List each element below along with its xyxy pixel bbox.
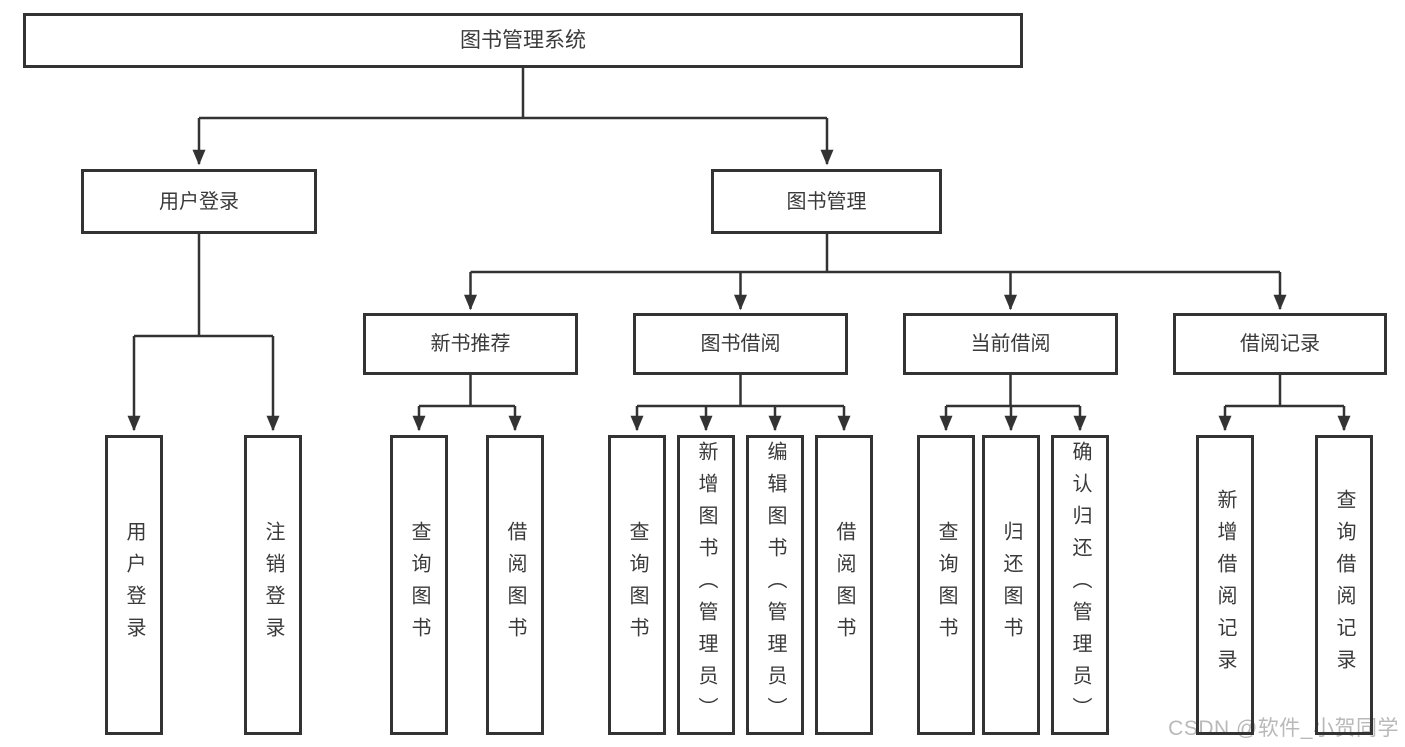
leaf-borrow-books-1: 借阅图书: [486, 435, 544, 735]
node-current-borrowing: 当前借阅: [903, 313, 1118, 375]
node-label: 图书管理系统: [460, 29, 586, 52]
node-label: 查询图书: [935, 521, 957, 649]
node-label: 确认归还（管理员）: [1069, 441, 1091, 729]
node-label: 编辑图书（管理员）: [764, 441, 786, 729]
node-label: 查询图书: [626, 521, 648, 649]
node-label: 图书管理: [786, 190, 867, 213]
node-label: 归还图书: [1000, 521, 1022, 649]
leaf-query-books-1: 查询图书: [390, 435, 448, 735]
node-label: 注销登录: [262, 521, 284, 649]
node-label: 借阅记录: [1240, 333, 1320, 355]
leaf-return-books: 归还图书: [982, 435, 1040, 735]
leaf-borrow-books-2: 借阅图书: [815, 435, 873, 735]
node-label: 用户登录: [123, 521, 145, 649]
node-new-book-recommendation: 新书推荐: [363, 313, 578, 375]
node-label: 查询借阅记录: [1333, 489, 1355, 681]
connector-stems: [134, 68, 1344, 408]
leaf-query-books-3: 查询图书: [917, 435, 975, 735]
leaf-edit-book-admin: 编辑图书（管理员）: [746, 435, 804, 735]
node-library-management-system: 图书管理系统: [23, 13, 1023, 68]
leaf-confirm-return-admin: 确认归还（管理员）: [1051, 435, 1109, 735]
leaf-query-borrow-record: 查询借阅记录: [1315, 435, 1373, 735]
leaf-add-borrow-record: 新增借阅记录: [1196, 435, 1254, 735]
node-label: 新书推荐: [430, 333, 511, 355]
node-label: 新增借阅记录: [1214, 489, 1236, 681]
node-label: 图书借阅: [700, 333, 781, 355]
leaf-user-login: 用户登录: [105, 435, 163, 735]
node-book-borrowing: 图书借阅: [633, 313, 848, 375]
node-book-management: 图书管理: [711, 169, 942, 234]
node-label: 借阅图书: [504, 521, 526, 649]
leaf-logout: 注销登录: [244, 435, 302, 735]
node-label: 用户登录: [159, 190, 239, 213]
node-borrowing-records: 借阅记录: [1173, 313, 1387, 375]
node-label: 查询图书: [408, 521, 430, 649]
leaf-add-book-admin: 新增图书（管理员）: [677, 435, 735, 735]
node-user-login: 用户登录: [81, 169, 317, 234]
node-label: 当前借阅: [970, 333, 1051, 355]
leaf-query-books-2: 查询图书: [608, 435, 666, 735]
node-label: 新增图书（管理员）: [695, 441, 717, 729]
node-label: 借阅图书: [833, 521, 855, 649]
